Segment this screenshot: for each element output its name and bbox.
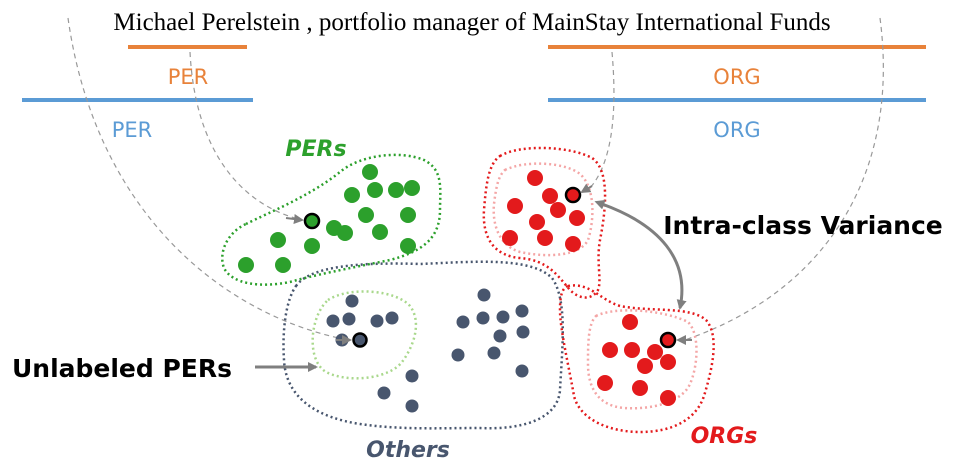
per-gold-guide-line [67, 17, 349, 341]
others-cluster-boundary [282, 260, 565, 430]
org-point [647, 344, 663, 360]
org-point [637, 358, 653, 374]
org-point [660, 354, 676, 370]
others-point [342, 312, 356, 326]
others-point [487, 346, 501, 360]
per-point [270, 232, 286, 248]
org-point [622, 314, 638, 330]
others-point [515, 304, 529, 318]
per-point [358, 207, 374, 223]
others-point [370, 314, 384, 328]
org-points-lower [597, 314, 676, 406]
intra-class-variance-label: Intra-class Variance [663, 211, 943, 240]
others-point [405, 399, 419, 413]
per-point [337, 225, 353, 241]
others-cluster-label: Others [366, 438, 450, 463]
others-point [493, 329, 507, 343]
others-point [456, 315, 470, 329]
others-point [515, 364, 529, 378]
per-point [367, 182, 383, 198]
others-points [326, 288, 530, 413]
others-point [451, 348, 465, 362]
org-gold-guide-line [684, 17, 884, 341]
org-point [624, 342, 640, 358]
per-point [400, 207, 416, 223]
org-point [527, 170, 543, 186]
others-point [326, 314, 340, 328]
org-point [537, 230, 553, 246]
org-point [632, 380, 648, 396]
org-pred-label: ORG [713, 65, 760, 89]
per-point [400, 238, 416, 254]
others-highlighted-point [352, 332, 368, 348]
org-highlighted-point-lower [659, 331, 677, 349]
org-pred-arrow [580, 183, 593, 194]
others-point [377, 386, 391, 400]
per-point [362, 164, 378, 180]
orgs-lower-inner-boundary [586, 309, 698, 410]
org-point [660, 390, 676, 406]
per-point [344, 187, 360, 203]
per-pred-label: PER [168, 65, 209, 89]
per-pred-arrow [285, 214, 304, 224]
per-point [388, 182, 404, 198]
per-point [238, 257, 254, 273]
org-point [569, 210, 585, 226]
per-point [404, 180, 420, 196]
org-point [565, 236, 581, 252]
per-gold-label: PER [112, 118, 153, 142]
others-point [496, 310, 510, 324]
others-point [477, 288, 491, 302]
orgs-cluster-label: ORGs [691, 424, 758, 449]
per-point [372, 224, 388, 240]
per-highlighted-point [303, 212, 321, 230]
unlabeled-pers-boundary [311, 290, 418, 380]
org-highlighted-point-upper [564, 186, 582, 204]
org-point [529, 214, 545, 230]
intra-class-variance-arrow [594, 199, 687, 310]
orgs-lower-cluster-boundary [558, 284, 715, 434]
org-point [550, 202, 566, 218]
others-point [516, 325, 530, 339]
per-pred-guide-line [189, 51, 303, 221]
pers-cluster-label: PERs [285, 137, 346, 162]
org-pred-guide-line [589, 51, 615, 189]
pers-cluster-boundary [221, 153, 442, 286]
unlabeled-pers-label: Unlabeled PERs [12, 354, 232, 383]
sentence-text: Michael Perelstein , portfolio manager o… [113, 9, 830, 36]
org-point [597, 375, 613, 391]
org-point [602, 342, 618, 358]
others-point [476, 311, 490, 325]
per-point [275, 257, 291, 273]
org-point [507, 198, 523, 214]
orgs-upper-inner-boundary [492, 162, 594, 257]
org-gold-label: ORG [713, 118, 760, 142]
per-points [238, 164, 420, 273]
per-point [304, 238, 320, 254]
others-point [405, 369, 419, 383]
org-points-upper [502, 170, 585, 252]
others-point [345, 294, 359, 308]
org-point [542, 188, 558, 204]
org-point [502, 230, 518, 246]
others-point [385, 311, 399, 325]
